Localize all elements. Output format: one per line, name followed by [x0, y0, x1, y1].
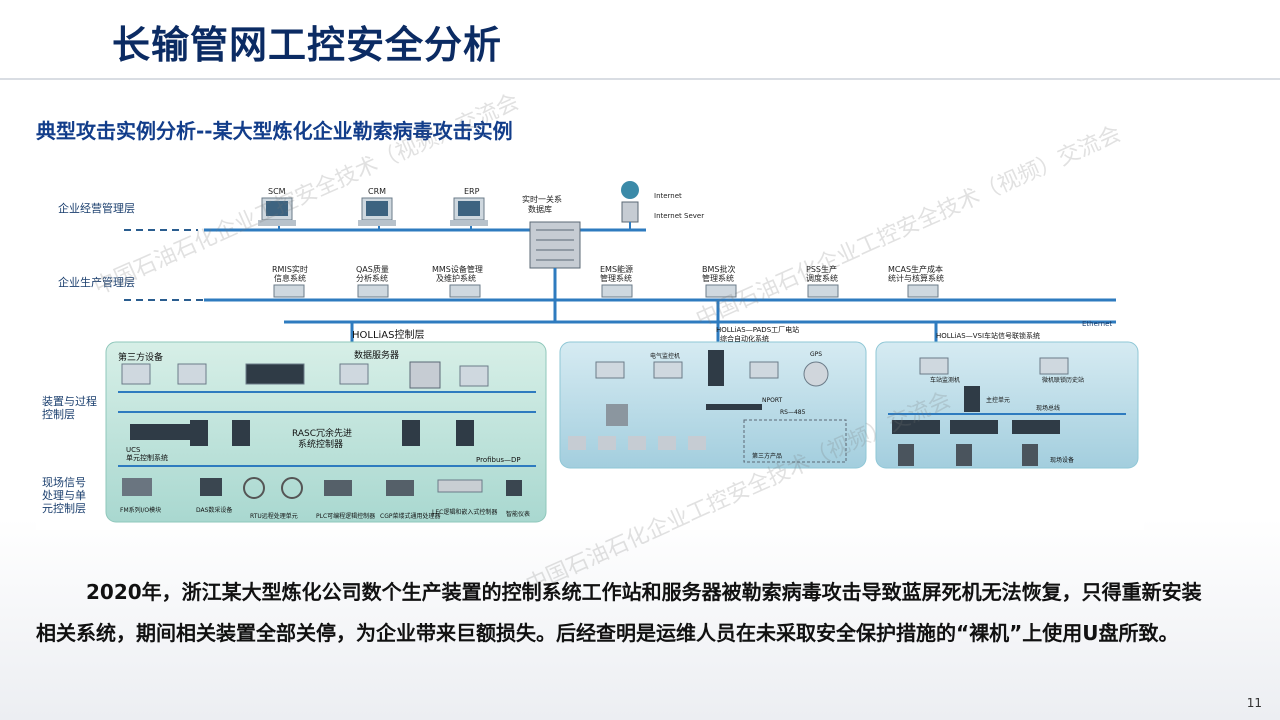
svg-text:PSS生产: PSS生产: [806, 264, 837, 274]
svg-text:电气监控机: 电气监控机: [650, 352, 680, 360]
computer-crm: CRM: [358, 187, 396, 226]
svg-text:分析系统: 分析系统: [356, 273, 388, 283]
computer-bms: BMS批次 管理系统: [702, 264, 737, 298]
zone-label-hollias: HOLLiAS控制层: [352, 328, 425, 341]
svg-text:数据库: 数据库: [528, 204, 552, 214]
svg-text:系统控制器: 系统控制器: [298, 438, 343, 450]
svg-text:第三方设备: 第三方设备: [118, 351, 163, 363]
svg-text:UCS: UCS: [126, 446, 141, 454]
svg-text:现场总线: 现场总线: [1036, 404, 1060, 412]
layer-label-field-1: 现场信号: [42, 475, 86, 489]
computer-scm: SCM: [258, 187, 296, 226]
svg-text:综合自动化系统: 综合自动化系统: [720, 334, 769, 343]
svg-text:管理系统: 管理系统: [600, 273, 632, 283]
realtime-database-server: 实时一关系 数据库: [522, 194, 581, 269]
svg-text:现场设备: 现场设备: [1050, 456, 1074, 464]
svg-text:CRM: CRM: [368, 187, 386, 196]
svg-text:FM系列I/O模块: FM系列I/O模块: [120, 506, 161, 514]
svg-text:智能仪表: 智能仪表: [506, 510, 530, 518]
title-band: 长输管网工控安全分析: [0, 0, 1280, 80]
ethernet-label: Ethernet: [1082, 320, 1112, 328]
layer-label-business: 企业经营管理层: [58, 201, 135, 215]
layer-label-field-3: 元控制层: [42, 501, 86, 515]
computer-mcas: MCAS生产成本 统计与核算系统: [888, 264, 944, 298]
svg-text:Profibus—DP: Profibus—DP: [476, 456, 521, 464]
svg-text:GPS: GPS: [810, 351, 822, 358]
svg-text:信息系统: 信息系统: [274, 273, 306, 283]
svg-text:QAS质量: QAS质量: [356, 264, 389, 274]
svg-text:实时一关系: 实时一关系: [522, 194, 562, 204]
svg-text:EMS能源: EMS能源: [600, 264, 633, 274]
layer-label-production: 企业生产管理层: [58, 275, 135, 289]
internet-icon: Internet Internet Sever: [621, 181, 704, 223]
computer-rmis: RMIS实时 信息系统: [272, 264, 308, 298]
computer-erp: ERP: [450, 187, 488, 226]
svg-text:BMS批次: BMS批次: [702, 264, 735, 274]
computer-mms: MMS设备管理 及维护系统: [432, 264, 483, 298]
svg-text:统计与核算系统: 统计与核算系统: [888, 273, 944, 283]
svg-text:MCAS生产成本: MCAS生产成本: [888, 264, 943, 274]
svg-text:第三方产品: 第三方产品: [752, 452, 782, 460]
svg-text:LEC逻辑和嵌入式控制器: LEC逻辑和嵌入式控制器: [432, 508, 497, 516]
svg-text:及维护系统: 及维护系统: [436, 273, 476, 283]
svg-text:HOLLiAS—VSI车站信号联锁系统: HOLLiAS—VSI车站信号联锁系统: [936, 331, 1040, 340]
svg-text:主控单元: 主控单元: [986, 396, 1010, 404]
svg-text:PLC可编程逻辑控制器: PLC可编程逻辑控制器: [316, 512, 375, 520]
svg-text:RS—485: RS—485: [780, 409, 806, 416]
svg-text:车站监测机: 车站监测机: [930, 376, 960, 384]
svg-text:数据服务器: 数据服务器: [354, 349, 399, 361]
svg-text:RASC冗余先进: RASC冗余先进: [292, 427, 352, 439]
svg-text:NPORT: NPORT: [762, 397, 783, 404]
svg-text:DAS数采设备: DAS数采设备: [196, 506, 232, 514]
computer-ems: EMS能源 管理系统: [600, 264, 633, 298]
computer-qas: QAS质量 分析系统: [356, 264, 389, 298]
network-architecture-diagram: 企业经营管理层 企业生产管理层 装置与过程 控制层 现场信号 处理与单 元控制层…: [36, 150, 1144, 530]
svg-text:Internet Sever: Internet Sever: [654, 212, 704, 220]
section-subtitle: 典型攻击实例分析--某大型炼化企业勒索病毒攻击实例: [36, 119, 513, 143]
layer-label-control-2: 控制层: [42, 407, 75, 421]
svg-text:ERP: ERP: [464, 187, 480, 196]
body-paragraph: 2020年，浙江某大型炼化公司数个生产装置的控制系统工作站和服务器被勒索病毒攻击…: [36, 572, 1216, 654]
computer-pss: PSS生产 调度系统: [806, 264, 839, 298]
svg-text:微机联锁历史站: 微机联锁历史站: [1042, 376, 1084, 384]
svg-text:HOLLiAS—PADS工厂电站: HOLLiAS—PADS工厂电站: [716, 325, 799, 334]
page-title: 长输管网工控安全分析: [112, 23, 503, 67]
svg-text:RTU远程处理单元: RTU远程处理单元: [250, 512, 298, 520]
layer-label-control-1: 装置与过程: [42, 395, 97, 408]
svg-text:MMS设备管理: MMS设备管理: [432, 264, 483, 274]
svg-text:单元控制系统: 单元控制系统: [126, 453, 168, 462]
svg-text:SCM: SCM: [268, 187, 286, 196]
layer-label-field-2: 处理与单: [42, 489, 86, 502]
svg-text:Internet: Internet: [654, 192, 682, 200]
svg-text:CGP菜缕式通用处理器: CGP菜缕式通用处理器: [380, 512, 440, 520]
body-paragraph-text: 2020年，浙江某大型炼化公司数个生产装置的控制系统工作站和服务器被勒索病毒攻击…: [36, 580, 1202, 645]
svg-text:管理系统: 管理系统: [702, 273, 734, 283]
svg-text:RMIS实时: RMIS实时: [272, 264, 308, 274]
svg-text:调度系统: 调度系统: [806, 273, 838, 283]
page-number: 11: [1246, 696, 1262, 710]
